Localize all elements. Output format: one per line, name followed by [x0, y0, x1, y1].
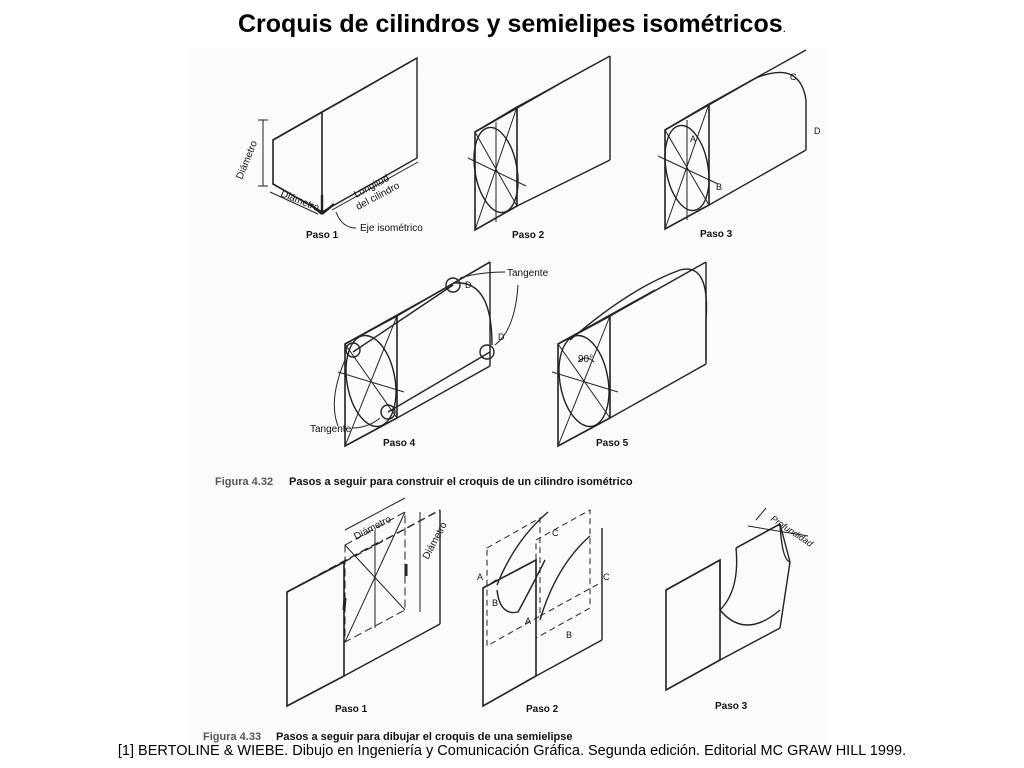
- label-tangente-bottom: Tangente: [310, 424, 352, 435]
- label-paso3-d: D: [814, 126, 821, 136]
- slide-title: Croquis de cilindros y semielipes isomét…: [0, 10, 1024, 39]
- slide-title-text: Croquis de cilindros y semielipes isomét…: [238, 10, 783, 38]
- label-433-c-right: C: [603, 572, 610, 582]
- label-paso3-a: A: [690, 134, 696, 144]
- fig432-paso2-drawing: [467, 55, 611, 232]
- label-433-diametro-2: Diámetro: [421, 520, 450, 561]
- citation: [1] BERTOLINE & WIEBE. Dibujo en Ingenie…: [117, 743, 907, 759]
- fig432-paso1-drawing: [258, 56, 419, 229]
- label-433-b-top: B: [492, 598, 498, 608]
- label-eje-isometrico: Eje isométrico: [360, 223, 423, 234]
- fig433-paso3-drawing: [665, 507, 809, 692]
- fig432-paso5-drawing: [551, 261, 708, 448]
- fig433-paso1-drawing: [286, 497, 441, 708]
- fig432-step-4: Paso 4: [383, 438, 416, 449]
- label-diametro-vertical: Diámetro: [235, 139, 261, 181]
- label-diametro-horizontal: Diámetro: [279, 189, 321, 215]
- fig433-step-3: Paso 3: [715, 701, 748, 712]
- fig432-paso4-drawing: [333, 261, 519, 448]
- fig432-step-2: Paso 2: [512, 230, 545, 241]
- fig433-caption-text: Pasos a seguir para dibujar el croquis d…: [276, 731, 573, 743]
- fig432-paso3-drawing: [657, 49, 807, 231]
- fig433-caption-number: Figura 4.33: [203, 731, 261, 743]
- label-433-a-bottom: A: [525, 616, 531, 626]
- fig433-paso2-drawing: [482, 509, 603, 708]
- fig433-step-1: Paso 1: [335, 704, 368, 715]
- label-433-a-top: A: [477, 572, 483, 582]
- fig432-step-5: Paso 5: [596, 438, 629, 449]
- label-paso3-b: B: [716, 182, 722, 192]
- label-paso3-c: C: [790, 72, 797, 82]
- fig432-step-1: Paso 1: [306, 230, 339, 241]
- label-433-profundidad: Profundidad: [769, 513, 816, 549]
- slide-title-dot: .: [782, 21, 786, 35]
- label-angle-90: 90°: [578, 354, 593, 365]
- label-tangente-top: Tangente: [507, 268, 549, 279]
- label-paso4-d-right: D: [498, 332, 505, 342]
- label-paso4-d-top: D: [465, 280, 472, 290]
- label-433-b-bottom: B: [566, 630, 572, 640]
- label-433-c-top: C: [552, 528, 559, 538]
- fig432-caption-text: Pasos a seguir para construir el croquis…: [289, 476, 633, 488]
- fig433-step-2: Paso 2: [526, 704, 559, 715]
- fig432-step-3: Paso 3: [700, 229, 733, 240]
- fig432-caption-number: Figura 4.32: [215, 476, 273, 488]
